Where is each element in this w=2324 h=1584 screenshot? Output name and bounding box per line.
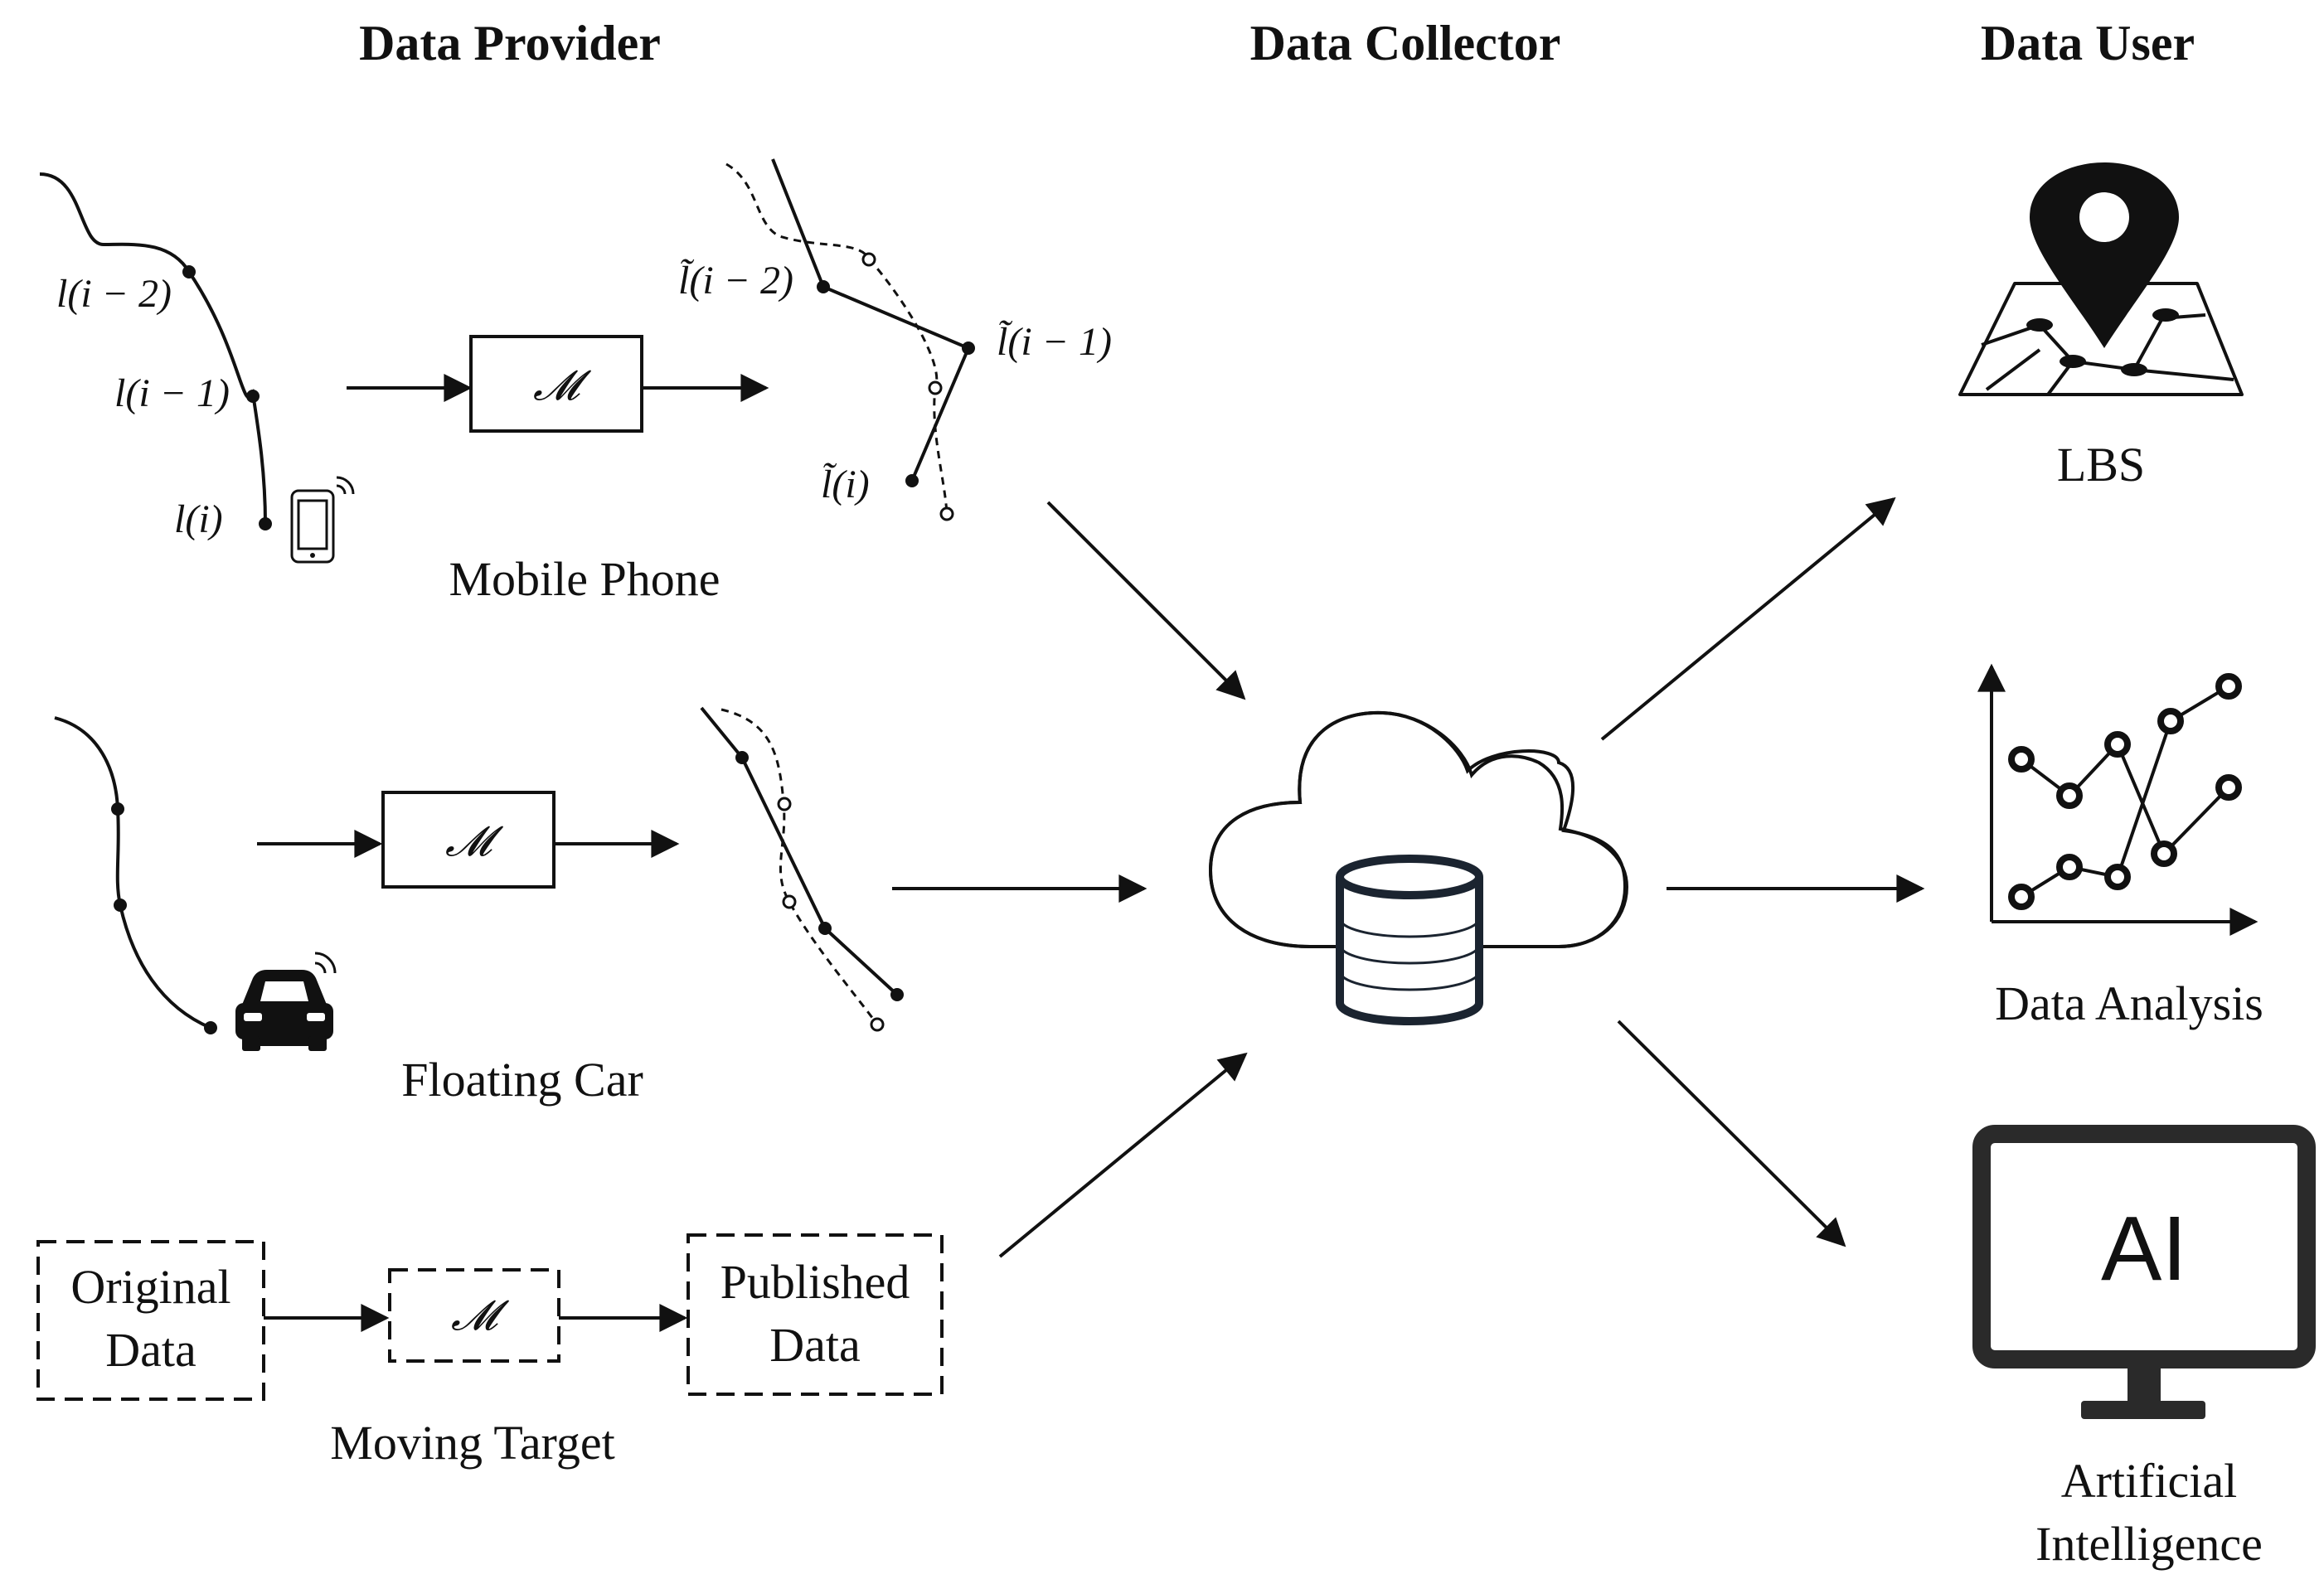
original-data-line1: Original [70,1260,230,1314]
original-point-marker [777,797,792,811]
trajectory-point [259,517,272,530]
mechanism-box-target [388,1268,560,1363]
original-point-marker [782,894,797,909]
line-chart-icon [1977,663,2259,936]
original-trajectory-car [54,716,211,1029]
point-label-l-i-1: l(i − 1) [114,371,230,415]
perturbed-label-i: l̃(i) [821,462,870,506]
monitor-icon: AI [1972,1125,2316,1419]
trajectory-point [246,390,260,403]
car-icon [235,952,337,1051]
perturbed-trajectory-car [700,706,899,996]
arrow-target-to-collector [998,1052,1248,1258]
perturbed-label-i-2: l̃(i − 2) [678,258,793,303]
label-lbs: LBS [2057,438,2145,492]
original-data-line2: Data [105,1323,196,1377]
original-path-dashed-mobile [725,162,949,515]
floating-car-group: 𝓜 Floating Car [54,706,904,1107]
label-ai-line2: Intelligence [2035,1517,2263,1571]
map-pin-icon [1958,162,2244,396]
perturbed-point [905,474,919,487]
published-data-box [687,1233,944,1396]
point-label-l-i: l(i) [174,497,223,541]
original-trajectory-mobile [39,172,267,525]
arrow-mobile-to-collector [1046,501,1246,700]
label-floating-car: Floating Car [401,1053,643,1107]
point-label-l-i-2: l(i − 2) [56,272,172,316]
header-data-collector: Data Collector [1250,16,1561,70]
published-data-line2: Data [769,1318,861,1372]
original-point-marker [928,380,943,395]
trajectory-point [182,265,196,279]
original-point-marker [870,1017,885,1032]
perturbed-point [817,280,830,293]
label-moving-target: Moving Target [330,1416,614,1470]
perturbed-point [890,988,904,1001]
smartphone-icon [290,476,355,564]
trajectory-point [111,802,124,816]
trajectory-point [114,899,127,912]
arrow-collector-to-lbs [1600,497,1896,741]
database-icon [1336,855,1483,1025]
mobile-phone-group: l(i − 2) l(i − 1) l(i) 𝓜 l̃(i − 2) l̃(i … [39,158,1112,606]
original-path-dashed-car [720,708,879,1025]
perturbed-point [735,751,749,764]
label-mobile-phone: Mobile Phone [449,552,720,606]
perturbed-label-i-1: l̃(i − 1) [997,319,1112,364]
perturbed-point [818,922,832,935]
arrow-collector-to-ai [1617,1020,1846,1247]
moving-target-group: Original Data 𝓜 Published Data Moving Ta… [36,1233,944,1470]
label-ai-line1: Artificial [2061,1454,2238,1508]
published-data-line1: Published [720,1255,910,1309]
trajectory-point [204,1021,217,1034]
mechanism-box-car [381,791,556,889]
perturbed-point [962,342,975,355]
header-data-provider: Data Provider [359,16,661,70]
original-data-box [36,1240,265,1401]
ai-screen-text: AI [2101,1198,2187,1300]
header-data-user: Data User [1981,16,2195,70]
perturbed-trajectory-mobile [771,158,971,482]
mechanism-box-mobile [469,335,643,433]
original-point-marker [939,506,954,521]
label-data-analysis: Data Analysis [1995,976,2263,1030]
original-point-marker [861,252,876,267]
cloud-database-icon [1208,710,1629,1025]
